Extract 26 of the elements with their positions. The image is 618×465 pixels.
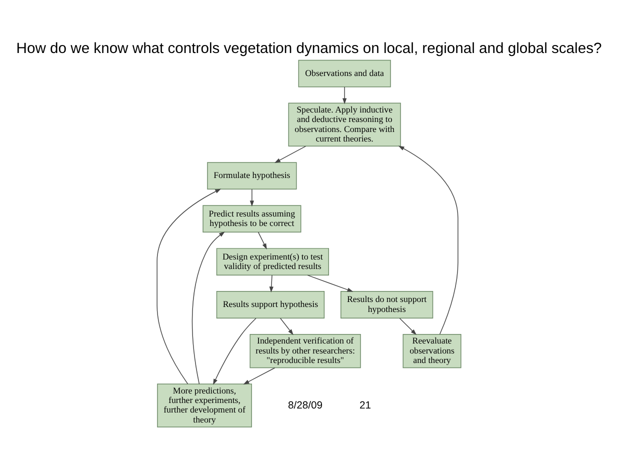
arrow (258, 232, 267, 250)
arrow (274, 146, 306, 163)
arrow (398, 146, 458, 335)
node-box: Reevaluate observations and theory (402, 334, 462, 368)
node-box: More predictions, further experiments, further development of theory (157, 384, 252, 428)
arrow (307, 274, 354, 292)
node-box: Formulate hypothesis (207, 162, 297, 190)
node-box: Results support hypothesis (216, 291, 325, 318)
diagram-title: How do we know what controls vegetation dynamics on local, regional and global scales? (16, 40, 602, 57)
arrow (213, 318, 256, 385)
arrow (192, 232, 225, 384)
node-box: Speculate. Apply inductive and deductive reasoning to observations. Compare with current theories. (288, 102, 401, 147)
node-box: Observations and data (298, 60, 391, 88)
node-box: Independent verification of results by other researchers: "reproducible results" (250, 334, 361, 368)
node-box: Results do not support hypothesis (340, 291, 434, 318)
arrow (156, 188, 222, 384)
label: 8/28/09 (288, 400, 323, 412)
node-box: Predict results assuming hypothesis to be correct (202, 205, 302, 232)
arrow (280, 318, 294, 336)
arrow (243, 368, 276, 384)
arrow (399, 318, 417, 335)
node-box: Design experiment(s) to test validity of predicted results (216, 248, 329, 276)
label: 21 (360, 400, 372, 412)
arrow (269, 274, 274, 293)
arrow (342, 86, 347, 104)
arrow (250, 188, 254, 207)
